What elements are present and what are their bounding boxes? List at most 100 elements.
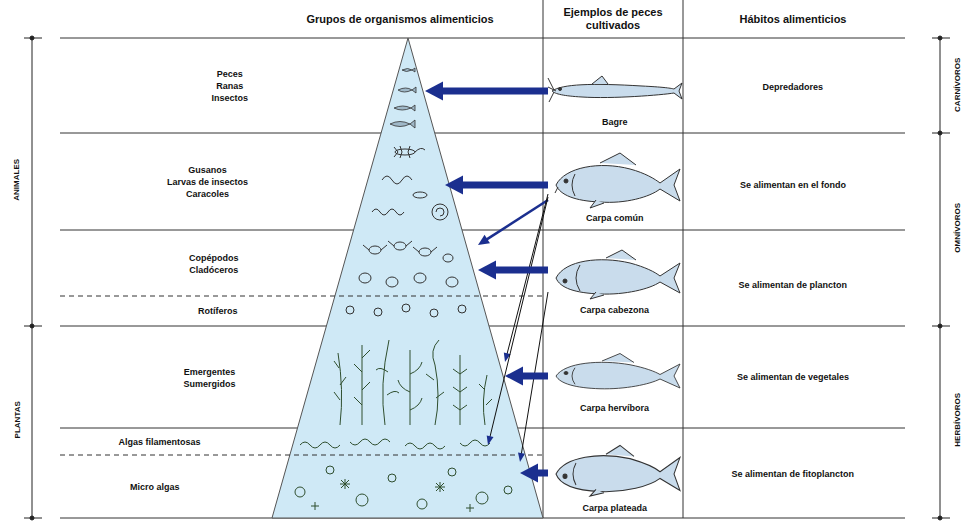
prey-fish — [390, 120, 415, 128]
organism-group: Sumergidos — [184, 378, 236, 390]
food-group-band: EmergentesSumergidos — [100, 331, 505, 424]
fish-example: Carpa plateada — [548, 450, 682, 516]
axis-dot — [30, 324, 34, 328]
food-group-band: CopépodosCladóceros — [100, 234, 478, 293]
gill-line — [555, 174, 575, 196]
micro-alga — [356, 494, 368, 506]
copepod — [394, 242, 406, 250]
rotifer — [430, 309, 438, 317]
organism-group: Cladóceros — [189, 264, 239, 276]
micro-alga — [417, 499, 427, 509]
arrow-shaft — [537, 470, 548, 477]
fish-name: Bagre — [602, 116, 628, 128]
arrow-shaft — [462, 182, 548, 189]
food-group-band: Rotíferos — [100, 299, 400, 323]
submerged-plant — [398, 350, 422, 425]
fish-fin — [602, 354, 634, 363]
column-header: Hábitos alimenticios — [740, 13, 847, 26]
dashed-divider — [60, 296, 543, 297]
kingdom-label: ANIMALES — [12, 159, 22, 201]
text-stack: Carpa común — [586, 212, 644, 224]
organism-group: Emergentes — [184, 366, 236, 378]
fish-fin — [600, 153, 636, 165]
filamentous-alga — [350, 439, 390, 445]
right-axis — [932, 36, 950, 520]
fish-fin — [606, 445, 634, 456]
organism-group: Peces — [212, 68, 249, 80]
grass-carp-drawing — [556, 354, 680, 389]
organism-group: Caracoles — [167, 188, 248, 200]
arrow-head — [478, 261, 496, 280]
fish-name: Carpa hervíbora — [580, 402, 649, 414]
micro-alga — [476, 492, 488, 504]
fish-fin — [590, 489, 604, 496]
text-stack: GusanosLarvas de insectosCaracoles — [167, 164, 248, 200]
axis-dot — [938, 324, 942, 328]
copepod — [369, 246, 381, 254]
emergent-plant — [376, 340, 399, 425]
feeding-arrow — [520, 464, 548, 483]
column-header: Grupos de organismos alimenticios — [307, 13, 494, 26]
fish-eye — [563, 474, 567, 478]
axis-dot — [30, 36, 34, 40]
gill-line — [576, 265, 580, 291]
arrow-shaft — [490, 197, 548, 437]
cladoceran — [359, 273, 371, 283]
arrow-head — [478, 235, 490, 245]
arrow-head — [487, 435, 494, 445]
rotifer — [346, 306, 354, 314]
arrow-head — [520, 464, 538, 483]
cladoceran — [386, 277, 398, 287]
organism-group: Gusanos — [167, 164, 248, 176]
column-rule — [683, 0, 684, 518]
cladoceran — [446, 277, 458, 287]
feeding-habit: Se alimentan de fitoplancton — [732, 469, 855, 480]
filamentous-alga — [300, 442, 340, 448]
rotifer — [374, 308, 382, 316]
axis-dot — [938, 131, 942, 135]
diet-category: CARNÍVOROS — [953, 58, 963, 112]
feeding-arrow — [425, 82, 548, 101]
emergent-plant — [354, 345, 370, 425]
prey-fish-sketches — [390, 68, 416, 128]
prey-fish — [402, 68, 415, 72]
row-rule — [60, 230, 905, 231]
feeding-habit: Depredadores — [763, 82, 824, 93]
text-stack: Carpa plateada — [583, 502, 648, 514]
cladoceran — [414, 273, 426, 283]
rotifer — [402, 304, 410, 312]
feeding-arrow — [504, 194, 548, 362]
snail-shell — [432, 204, 448, 220]
feeding-habit: Se alimentan de plancton — [739, 280, 848, 291]
copepod — [443, 254, 453, 262]
fish-example: Carpa cabezona — [548, 258, 682, 318]
rotifer — [458, 305, 466, 313]
text-stack: Carpa hervíbora — [580, 402, 649, 414]
micro-alga — [388, 474, 396, 482]
organism-group: Micro algas — [130, 481, 180, 493]
fish-body — [556, 362, 680, 389]
axis-dot — [938, 36, 942, 40]
arrow-shaft — [521, 292, 548, 454]
fish-eye — [559, 88, 562, 91]
fish-example: Bagre — [548, 62, 682, 130]
text-stack: CopépodosCladóceros — [189, 252, 239, 276]
organism-group: Insectos — [212, 92, 249, 104]
row-rule — [60, 133, 905, 134]
feeding-arrow — [478, 261, 548, 280]
fish-example: Carpa hervíbora — [548, 352, 682, 416]
fish-fin — [592, 76, 608, 84]
text-stack: Micro algas — [130, 481, 180, 493]
arrow-shaft — [442, 88, 548, 95]
food-group-band: Micro algas — [100, 458, 520, 516]
feeding-arrow — [505, 367, 548, 386]
organism-group: Algas filamentosas — [119, 436, 201, 448]
organism-group: Larvas de insectos — [167, 176, 248, 188]
submerged-plant — [453, 355, 467, 425]
catfish-drawing — [548, 76, 682, 102]
antennae — [363, 241, 437, 252]
text-stack: PecesRanasInsectos — [212, 68, 249, 104]
food-group-band: PecesRanasInsectos — [100, 42, 425, 130]
prey-fish — [398, 87, 416, 93]
worm — [382, 176, 412, 184]
